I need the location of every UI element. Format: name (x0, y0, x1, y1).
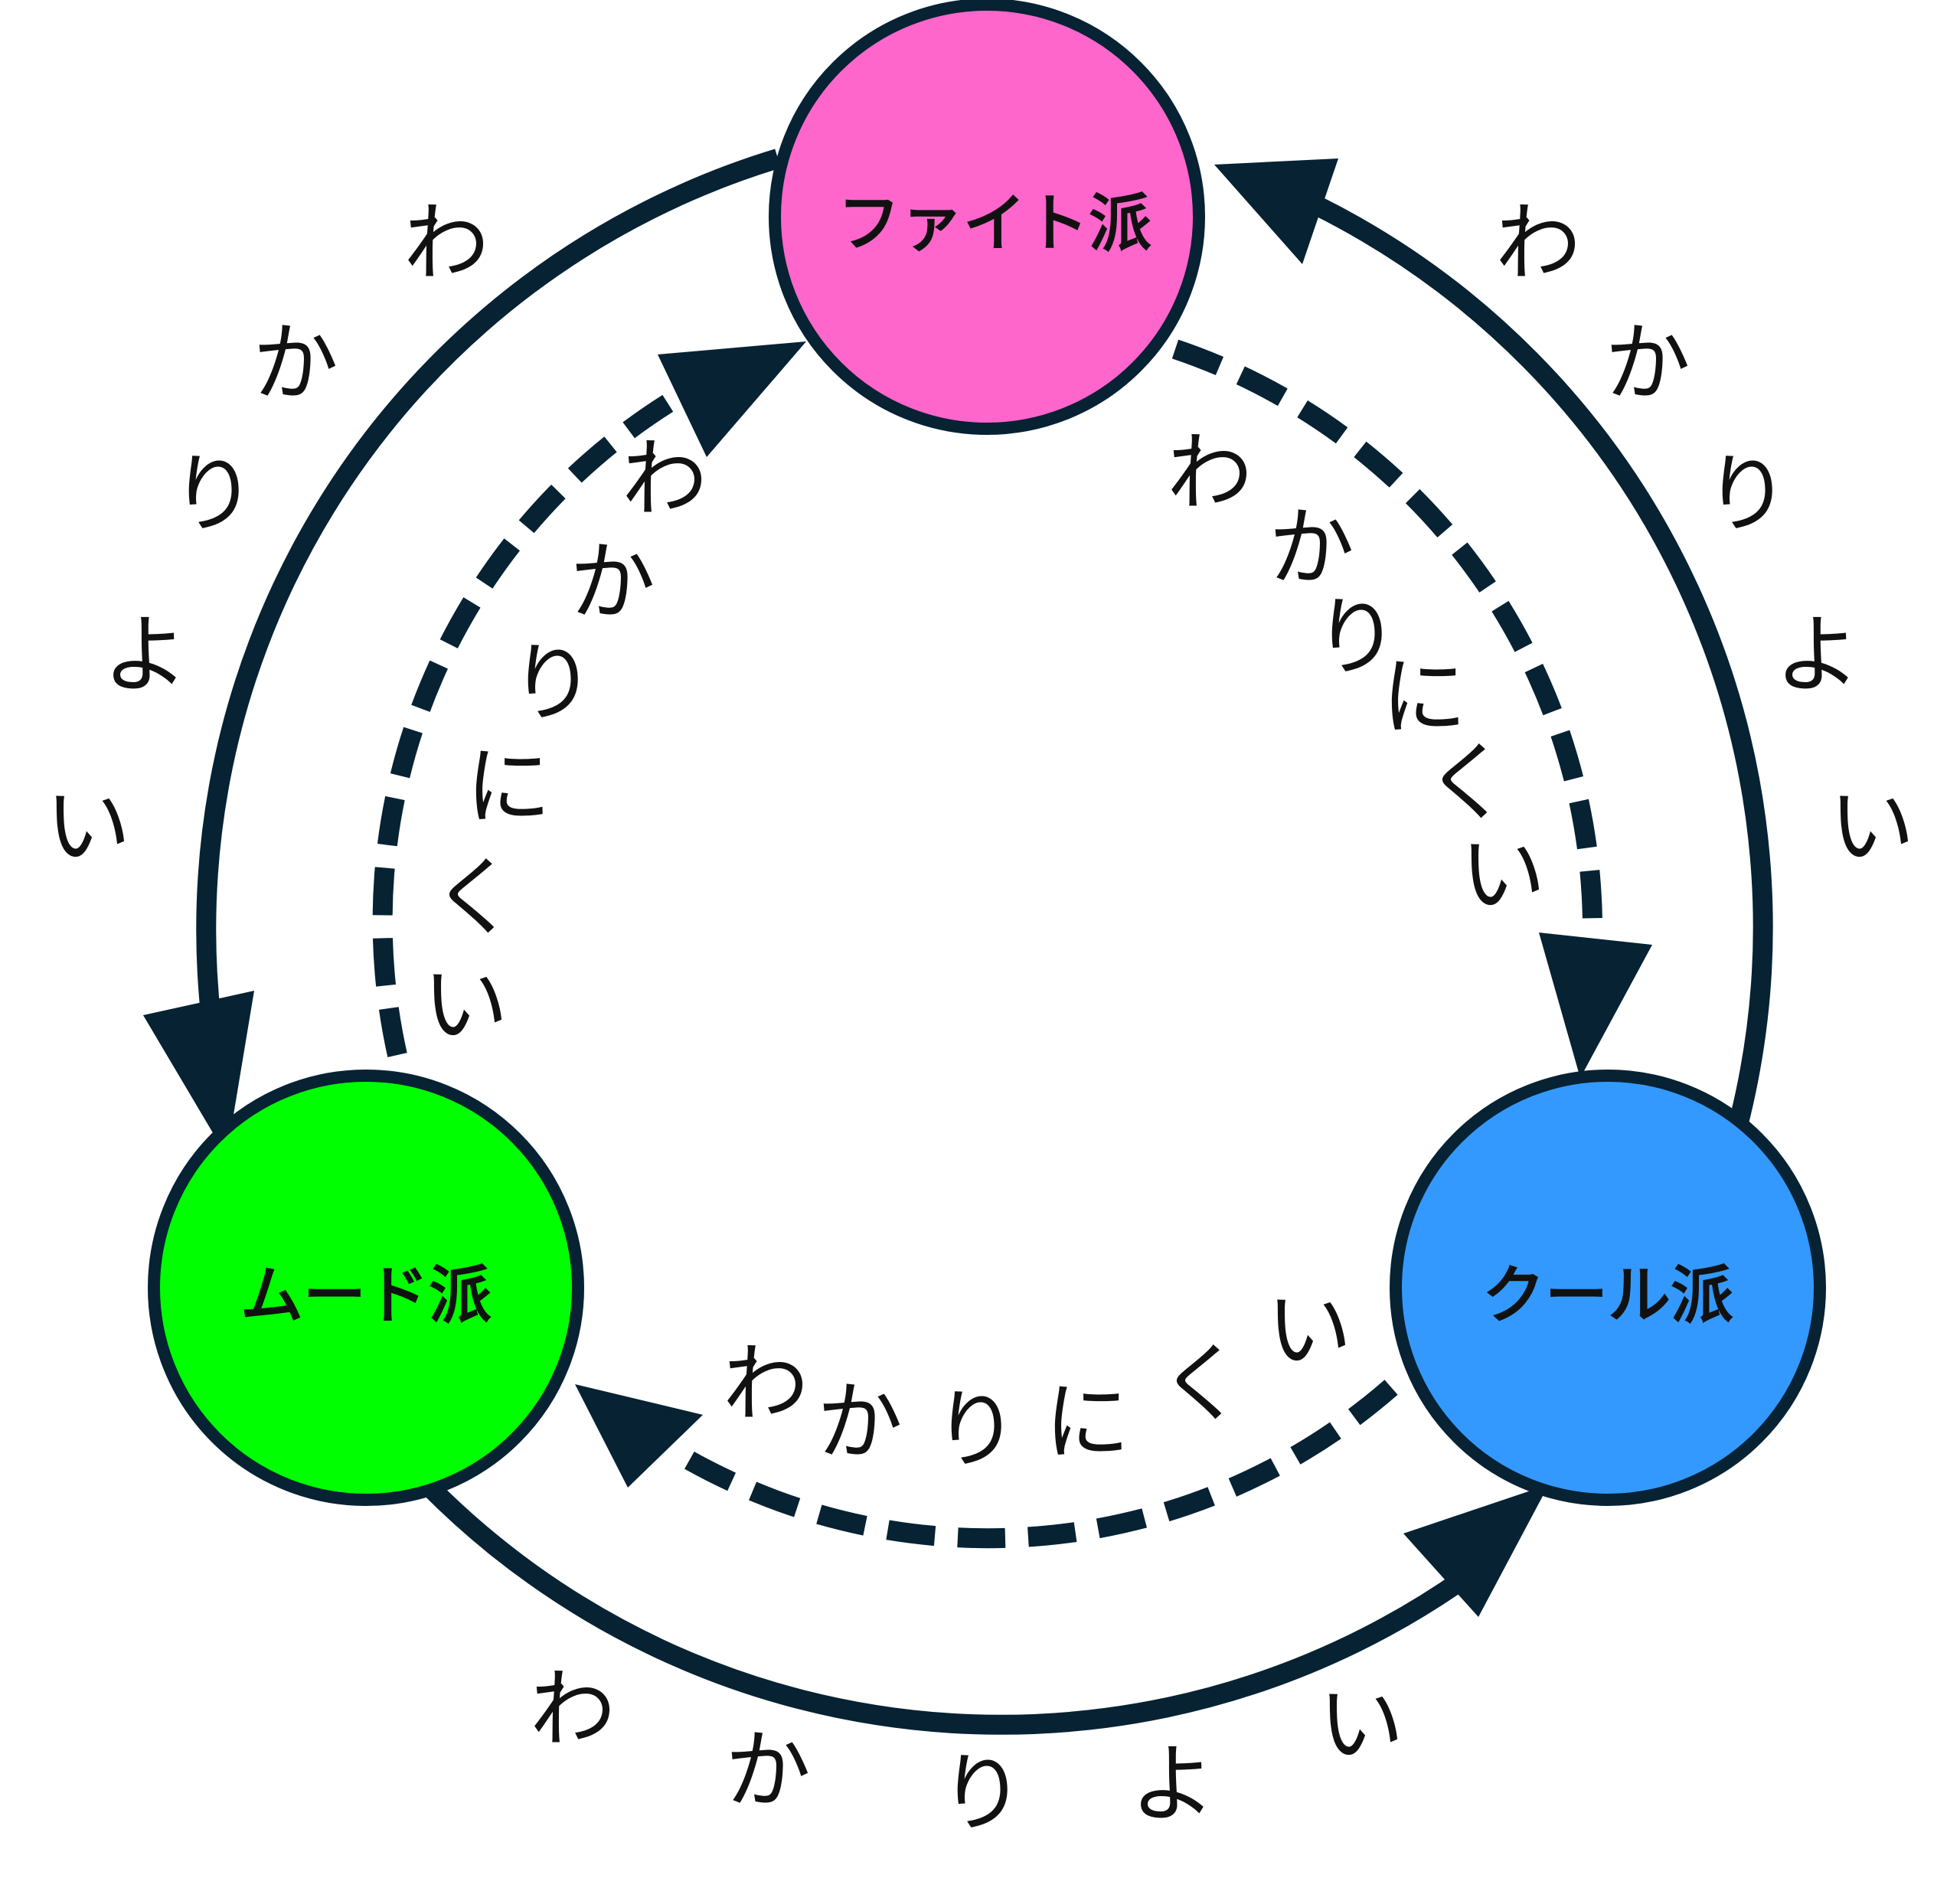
edge-label-char: い (1829, 777, 1915, 877)
edge-fight-to-cool-line (1171, 339, 1603, 936)
node-cool-circle (1390, 1070, 1826, 1506)
edge-label-char: か (817, 1373, 903, 1472)
node-fight: ファイト派 (769, 0, 1205, 435)
edge-label-char: か (725, 1721, 811, 1821)
edge-fight-to-mood-label: わかりよい (45, 194, 489, 877)
edge-label-char: い (1460, 825, 1546, 925)
edge-cool-to-fight-line (1313, 197, 1773, 1122)
edge-label-char: り (510, 634, 596, 733)
node-cool-label: クール派 (1482, 1259, 1733, 1332)
edge-label-char: に (1381, 648, 1467, 747)
edge-mood-to-cool-line (421, 1478, 1508, 1735)
edge-mood-to-cool-label: わかりよい (530, 1660, 1404, 1844)
edge-label-char: り (933, 1380, 1019, 1480)
node-mood: ムード派 (148, 1070, 584, 1506)
edge-fight-to-mood-line (196, 149, 781, 1070)
edge-fight-to-cool-label: わかりにくい (1167, 423, 1546, 925)
node-fight-label: ファイト派 (838, 188, 1152, 260)
edge-cool-to-mood-label: わかりにくい (723, 1281, 1352, 1480)
edge-label-char: わ (622, 430, 707, 529)
edge-label-char: い (1266, 1281, 1352, 1380)
edge-cool-to-mood-line (682, 1380, 1398, 1549)
node-mood-label: ムード派 (240, 1259, 492, 1332)
edge-label-char: い (45, 777, 131, 877)
edge-label-char: わ (1167, 423, 1253, 523)
edge-mood-to-cool-arrowhead (1403, 1485, 1549, 1617)
edge-cool-to-fight-arrowhead (1214, 158, 1338, 264)
edge-label-char: り (939, 1744, 1025, 1844)
edge-fight-to-mood-arrowhead (143, 991, 254, 1156)
edge-label-char: く (1159, 1334, 1245, 1434)
edge-label-char: よ (1130, 1735, 1216, 1834)
node-cool: クール派 (1390, 1070, 1826, 1506)
edge-label-char: か (1605, 314, 1690, 413)
edge-mood-to-fight-label: わかりにくい (423, 430, 707, 1055)
edge-label-char: よ (103, 606, 188, 705)
edge-cool-to-fight-label: わかりよい (1495, 194, 1915, 877)
edge-label-char: わ (723, 1334, 808, 1434)
edge-label-char: く (432, 848, 518, 948)
edge-label-char: わ (1495, 194, 1581, 293)
edge-label-char: わ (403, 194, 489, 293)
edge-label-char: よ (1775, 606, 1860, 705)
edge-label-char: か (1269, 498, 1354, 598)
edge-label-char: わ (530, 1660, 616, 1759)
edge-label-char: い (423, 955, 508, 1055)
edge-label-char: か (253, 314, 338, 413)
edge-label-char: り (1704, 445, 1790, 544)
edge-label-char: り (1314, 588, 1400, 688)
edge-label-char: に (466, 737, 551, 837)
node-mood-circle (148, 1070, 584, 1506)
edge-mood-to-fight-line (372, 390, 679, 1057)
edge-mood-to-fight-arrowhead (658, 341, 806, 457)
edge-label-char: り (171, 445, 256, 544)
edge-label-char: か (570, 533, 655, 632)
edge-fight-to-cool-arrowhead (1539, 933, 1652, 1078)
edge-label-char: い (1318, 1675, 1404, 1775)
node-fight-circle (769, 0, 1205, 435)
edge-label-char: に (1044, 1373, 1130, 1472)
edge-label-char: く (1425, 733, 1511, 833)
edge-cool-to-mood-arrowhead (575, 1384, 703, 1488)
